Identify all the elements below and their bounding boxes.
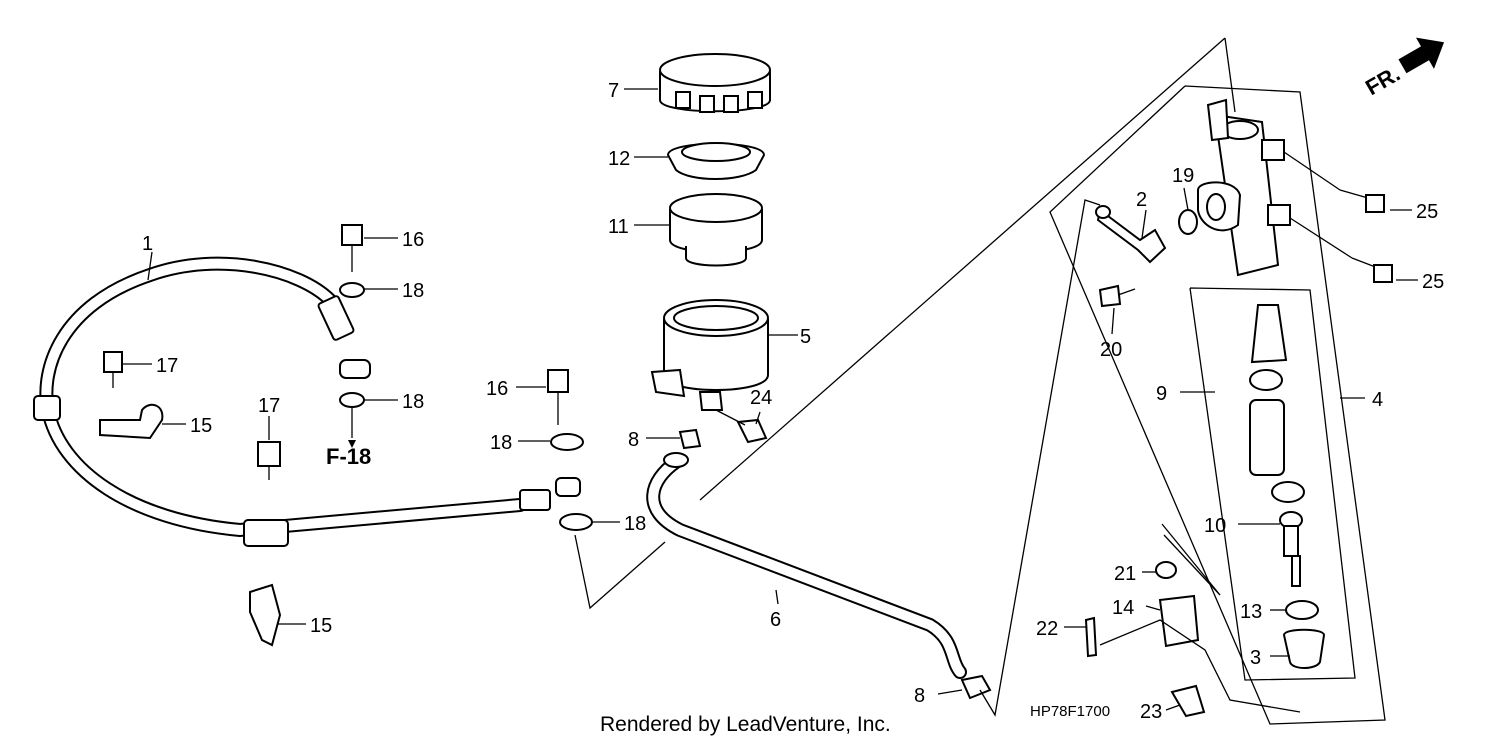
callout-13: 13 (1240, 601, 1262, 623)
front-arrow-icon (1398, 37, 1445, 74)
hose-clamp-lower (249, 441, 282, 647)
diagram-code: HP78F1700 (1030, 703, 1110, 720)
bolt-lower (547, 369, 593, 531)
callout-11: 11 (608, 216, 629, 238)
joint-pin (1170, 684, 1206, 718)
mounting-bolts (1283, 151, 1393, 283)
callout-25-upper: 25 (1416, 201, 1438, 223)
callout-numbers: 1 2 3 4 5 6 7 8 8 9 10 11 12 13 14 15 15… (142, 80, 1444, 723)
master-cylinder-body (1197, 98, 1291, 277)
reference-arrow-icon (348, 440, 356, 448)
callout-16-lower: 16 (486, 378, 508, 400)
callout-25-lower: 25 (1422, 271, 1444, 293)
callout-leaders (122, 88, 1418, 711)
boot (1282, 628, 1326, 669)
reservoir-plate (666, 142, 766, 180)
callout-21: 21 (1114, 563, 1136, 585)
oil-hose-joint (1095, 205, 1167, 264)
push-rod-joint (1158, 594, 1200, 648)
reservoir-hose (646, 452, 992, 700)
joint-screw (1098, 284, 1136, 308)
callout-12: 12 (608, 148, 630, 170)
callout-3: 3 (1250, 647, 1261, 669)
callout-20: 20 (1100, 339, 1122, 361)
callout-18-d: 18 (624, 513, 646, 535)
callout-18-c: 18 (490, 432, 512, 454)
callout-22: 22 (1036, 618, 1058, 640)
callout-8-upper: 8 (628, 429, 639, 451)
nut (1155, 561, 1177, 579)
callout-24: 24 (750, 387, 772, 409)
callout-14: 14 (1112, 597, 1134, 619)
callout-17-lower: 17 (258, 395, 280, 417)
circlip (1285, 600, 1319, 620)
rendered-by-footer: Rendered by LeadVenture, Inc. (600, 713, 891, 736)
callout-17-upper: 17 (156, 355, 178, 377)
callout-19: 19 (1172, 165, 1194, 187)
callout-1: 1 (142, 233, 153, 255)
callout-6: 6 (770, 609, 781, 631)
reservoir-body (650, 299, 769, 450)
front-direction-indicator: FR. (1361, 37, 1445, 100)
cotter-pin (1084, 616, 1098, 658)
callout-5: 5 (800, 326, 811, 348)
callout-2: 2 (1136, 189, 1147, 211)
callout-10: 10 (1204, 515, 1226, 537)
o-ring (1178, 209, 1198, 235)
callout-15-upper: 15 (190, 415, 212, 437)
hose-clamp-upper (99, 351, 164, 440)
bolt-upper (339, 224, 365, 408)
callout-23: 23 (1140, 701, 1162, 723)
callout-18-a: 18 (402, 280, 424, 302)
callout-16-upper: 16 (402, 229, 424, 251)
callout-15-lower: 15 (310, 615, 332, 637)
callout-9: 9 (1156, 383, 1167, 405)
reservoir-cap (659, 53, 771, 113)
callout-18-b: 18 (402, 391, 424, 413)
reference-label: F-18 (326, 444, 371, 469)
callout-4: 4 (1372, 389, 1383, 411)
reservoir-diaphragm (669, 193, 763, 267)
callout-8-lower: 8 (914, 685, 925, 707)
piston-set (1249, 304, 1305, 587)
brake-hose (33, 256, 581, 547)
direction-label: FR. (1361, 61, 1404, 100)
callout-7: 7 (608, 80, 619, 102)
